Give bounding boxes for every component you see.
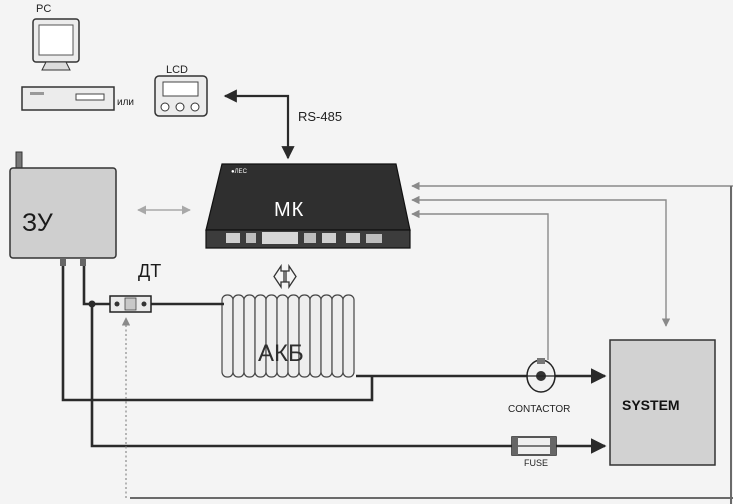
controller-battery-link <box>273 263 297 290</box>
system-box <box>609 339 716 466</box>
controller-unit <box>205 163 411 249</box>
lcd-panel-icon <box>154 75 208 117</box>
temp-sensor-label: ДТ <box>138 261 162 281</box>
charger-box <box>9 151 117 266</box>
controller-brand-label: ●ЛЕС <box>231 169 247 175</box>
controller-label: МК <box>274 199 305 221</box>
rs485-label: RS-485 <box>298 109 343 124</box>
power-wiring <box>61 266 528 448</box>
battery-pack <box>221 294 355 378</box>
pc-label: PC <box>36 3 52 15</box>
pc-icon <box>21 18 115 111</box>
system-label: SYSTEM <box>622 397 680 413</box>
lcd-label: LCD <box>166 64 189 76</box>
fuse-label: FUSE <box>524 458 549 468</box>
temperature-sensor <box>109 295 152 313</box>
contactor-icon <box>526 358 556 393</box>
signal-lines <box>411 181 733 360</box>
rs485-link <box>223 89 295 160</box>
contactor-label: CONTACTOR <box>508 404 571 415</box>
battery-label: АКБ <box>258 340 304 367</box>
wire-junction <box>88 300 96 308</box>
charger-label: ЗУ <box>22 209 53 237</box>
or-label: или <box>117 97 135 108</box>
fuse-icon <box>511 436 557 456</box>
